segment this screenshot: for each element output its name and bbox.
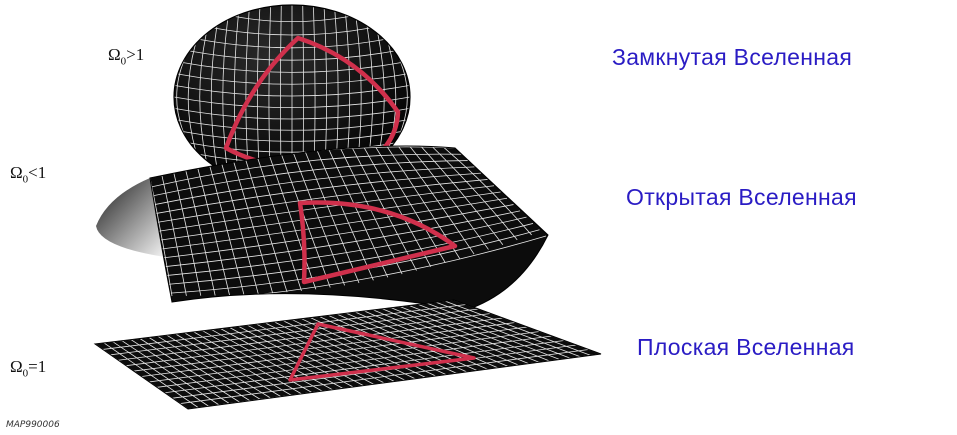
omega-symbol: Ω [10,163,23,182]
omega-symbol: Ω [10,357,23,376]
saddle-surface [96,142,548,310]
omega-closed-label: Ω0>1 [108,45,144,67]
omega-relation: >1 [126,45,144,64]
open-universe-label: Открытая Вселенная [626,184,857,211]
omega-relation: <1 [28,163,46,182]
omega-open-label: Ω0<1 [10,163,46,185]
closed-universe-label: Замкнутая Вселенная [612,44,852,71]
plane-surface [95,300,601,409]
omega-symbol: Ω [108,45,121,64]
omega-relation: =1 [28,357,46,376]
omega-flat-label: Ω0=1 [10,357,46,379]
flat-universe-label: Плоская Вселенная [637,334,855,361]
image-code: MAP990006 [6,420,60,430]
